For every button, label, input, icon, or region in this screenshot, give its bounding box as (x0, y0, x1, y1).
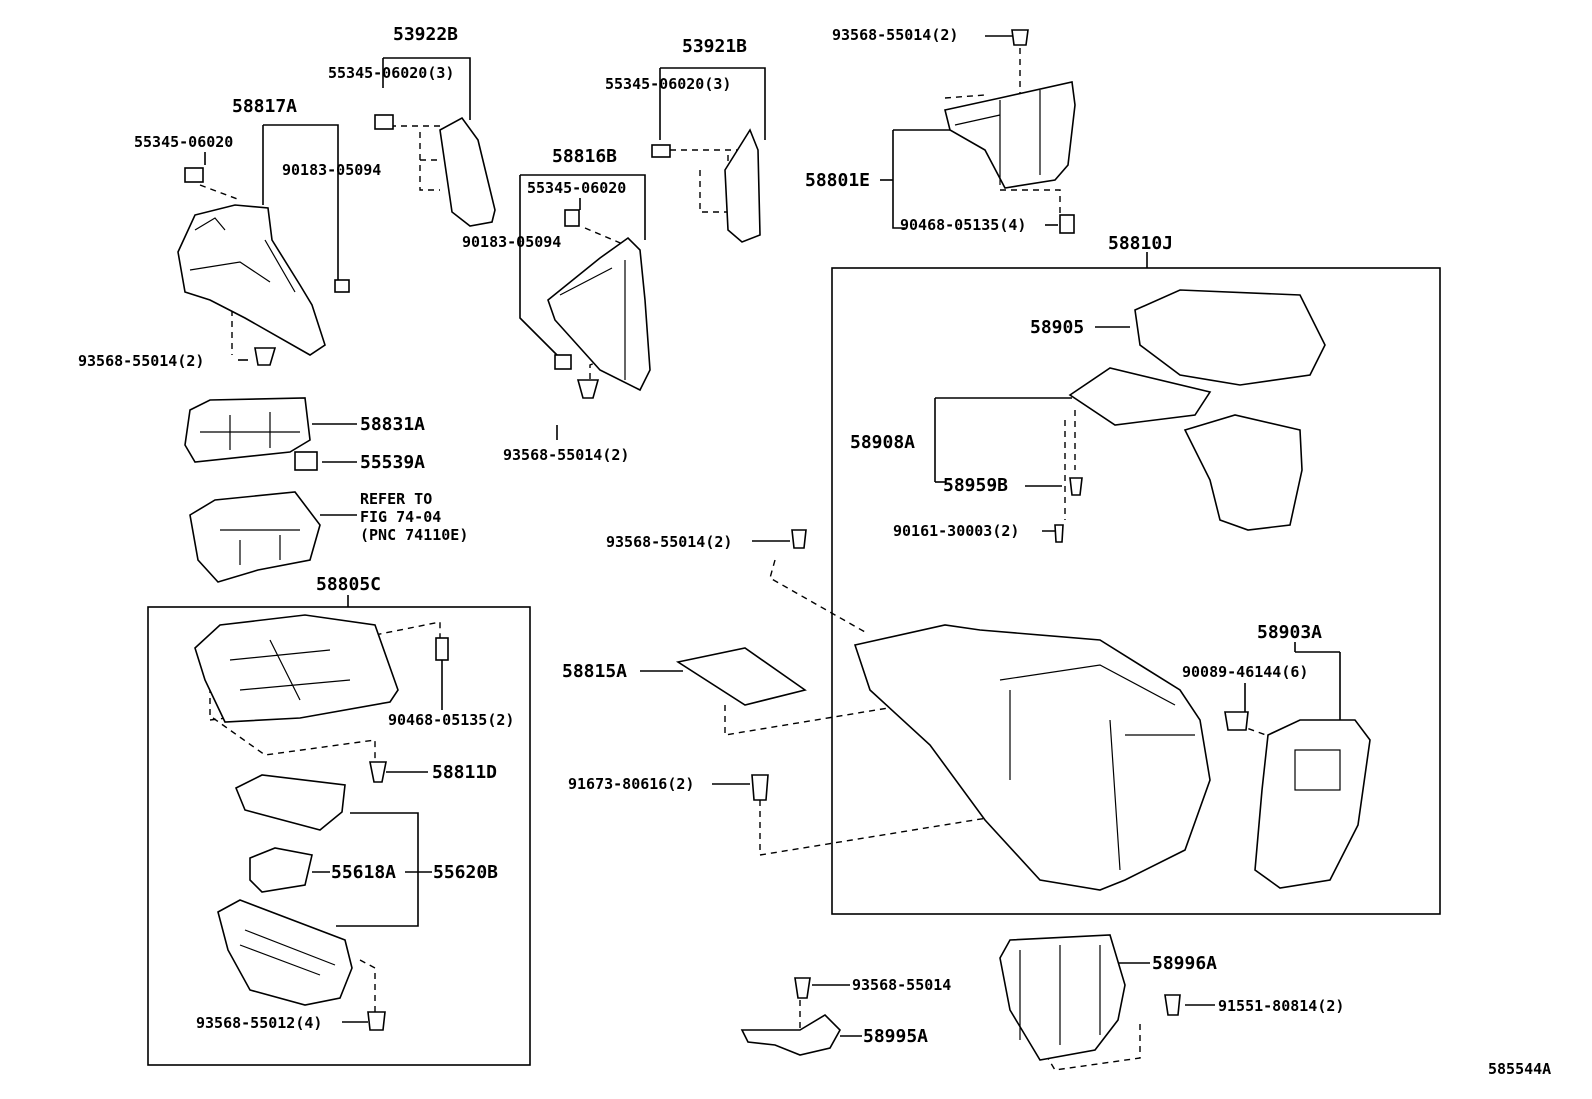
screw-93568-a (254, 347, 277, 366)
label-90183-05094a: 90183-05094 (282, 161, 381, 179)
clip-55345-c (651, 144, 671, 158)
label-58811D: 58811D (432, 762, 497, 783)
panel-58903A (1254, 719, 1371, 889)
label-93568-55014-2top: 93568-55014(2) (832, 26, 958, 44)
label-93568-55014: 93568-55014 (852, 976, 951, 994)
clip-58811D (369, 761, 387, 783)
assembly-box-58810J (831, 267, 1441, 915)
label-refer-3: (PNC 74110E) (360, 526, 468, 544)
bolt-91551 (1164, 994, 1181, 1016)
label-55345-06020-3b: 55345-06020(3) (605, 75, 731, 93)
bracket-58995A (740, 1013, 841, 1056)
label-55345-06020a: 55345-06020 (134, 133, 233, 151)
bracket-rear (1183, 414, 1303, 531)
screw-93568-bottom (794, 977, 811, 999)
label-93568-55014-2b: 93568-55014(2) (503, 446, 629, 464)
label-90468-05135-2: 90468-05135(2) (388, 711, 514, 729)
screw-93568-mid (791, 529, 807, 549)
label-58831A: 58831A (360, 414, 425, 435)
tray-55620B (217, 899, 353, 1006)
hinge-58908A (1068, 367, 1212, 426)
label-93568-55014-2a: 93568-55014(2) (78, 352, 204, 370)
clip-55345-b (374, 114, 394, 130)
trim-53921B (724, 128, 761, 243)
label-55345-06020-3a: 55345-06020(3) (328, 64, 454, 82)
label-58816B: 58816B (552, 146, 617, 167)
clip-55345-a (184, 167, 204, 183)
screw-93568-top (1011, 29, 1029, 46)
nut-90468-b (435, 637, 449, 661)
frame-58996A (999, 934, 1126, 1061)
label-55539A: 55539A (360, 452, 425, 473)
clip-55345-d (564, 209, 580, 227)
callout-labels: 53922B 55345-06020(3) 58817A 55345-06020… (78, 24, 1551, 1078)
label-55620B: 55620B (433, 862, 498, 883)
label-58903A: 58903A (1257, 622, 1322, 643)
bolt-91673 (751, 774, 769, 801)
label-58810J: 58810J (1108, 233, 1173, 254)
label-90161-30003-2: 90161-30003(2) (893, 522, 1019, 540)
label-55618A: 55618A (331, 862, 396, 883)
label-refer-2: FIG 74-04 (360, 508, 441, 526)
label-53922B: 53922B (393, 24, 458, 45)
label-58817A: 58817A (232, 96, 297, 117)
label-90089-46144-6: 90089-46144(6) (1182, 663, 1308, 681)
label-58905: 58905 (1030, 317, 1084, 338)
label-91673-80616-2: 91673-80616(2) (568, 775, 694, 793)
clip-90183-b (554, 354, 572, 370)
label-58995A: 58995A (863, 1026, 928, 1047)
panel-58805C (194, 614, 399, 723)
label-58801E: 58801E (805, 170, 870, 191)
screw-93568-b (576, 379, 600, 399)
screw-90161 (1054, 524, 1064, 543)
lid-58905 (1134, 289, 1326, 386)
nut-90468-a (1059, 214, 1075, 234)
label-58908A: 58908A (850, 432, 915, 453)
label-93568-55012-4: 93568-55012(4) (196, 1014, 322, 1032)
bracket-58801E (944, 81, 1076, 189)
housing-refer (189, 491, 321, 583)
clip-90183-a (334, 279, 350, 293)
label-91551-80814-2: 91551-80814(2) (1218, 997, 1344, 1015)
label-53921B: 53921B (682, 36, 747, 57)
label-58959B: 58959B (943, 475, 1008, 496)
cup-55618A (249, 847, 313, 893)
box-58831A (184, 397, 311, 463)
part-55539A (294, 451, 318, 471)
panel-58817A-shape (177, 204, 326, 356)
label-90183-05094b: 90183-05094 (462, 233, 561, 251)
assembly-box-58805C (147, 606, 531, 1066)
clip-90089 (1224, 711, 1249, 731)
label-93568-55014-2mid: 93568-55014(2) (606, 533, 732, 551)
lid-55620B (234, 774, 346, 831)
figure-id: 585544A (1488, 1060, 1551, 1078)
label-58805C: 58805C (316, 574, 381, 595)
label-58815A: 58815A (562, 661, 627, 682)
label-58996A: 58996A (1152, 953, 1217, 974)
mat-58815A (675, 647, 807, 706)
part-sketches (177, 29, 1371, 1061)
console-body (853, 624, 1211, 891)
screw-93568-55012 (367, 1011, 386, 1031)
trim-53922B (439, 116, 496, 227)
label-55345-06020b: 55345-06020 (527, 179, 626, 197)
label-refer-1: REFER TO (360, 490, 432, 508)
clip-58959B (1069, 477, 1083, 496)
label-90468-05135-4: 90468-05135(4) (900, 216, 1026, 234)
